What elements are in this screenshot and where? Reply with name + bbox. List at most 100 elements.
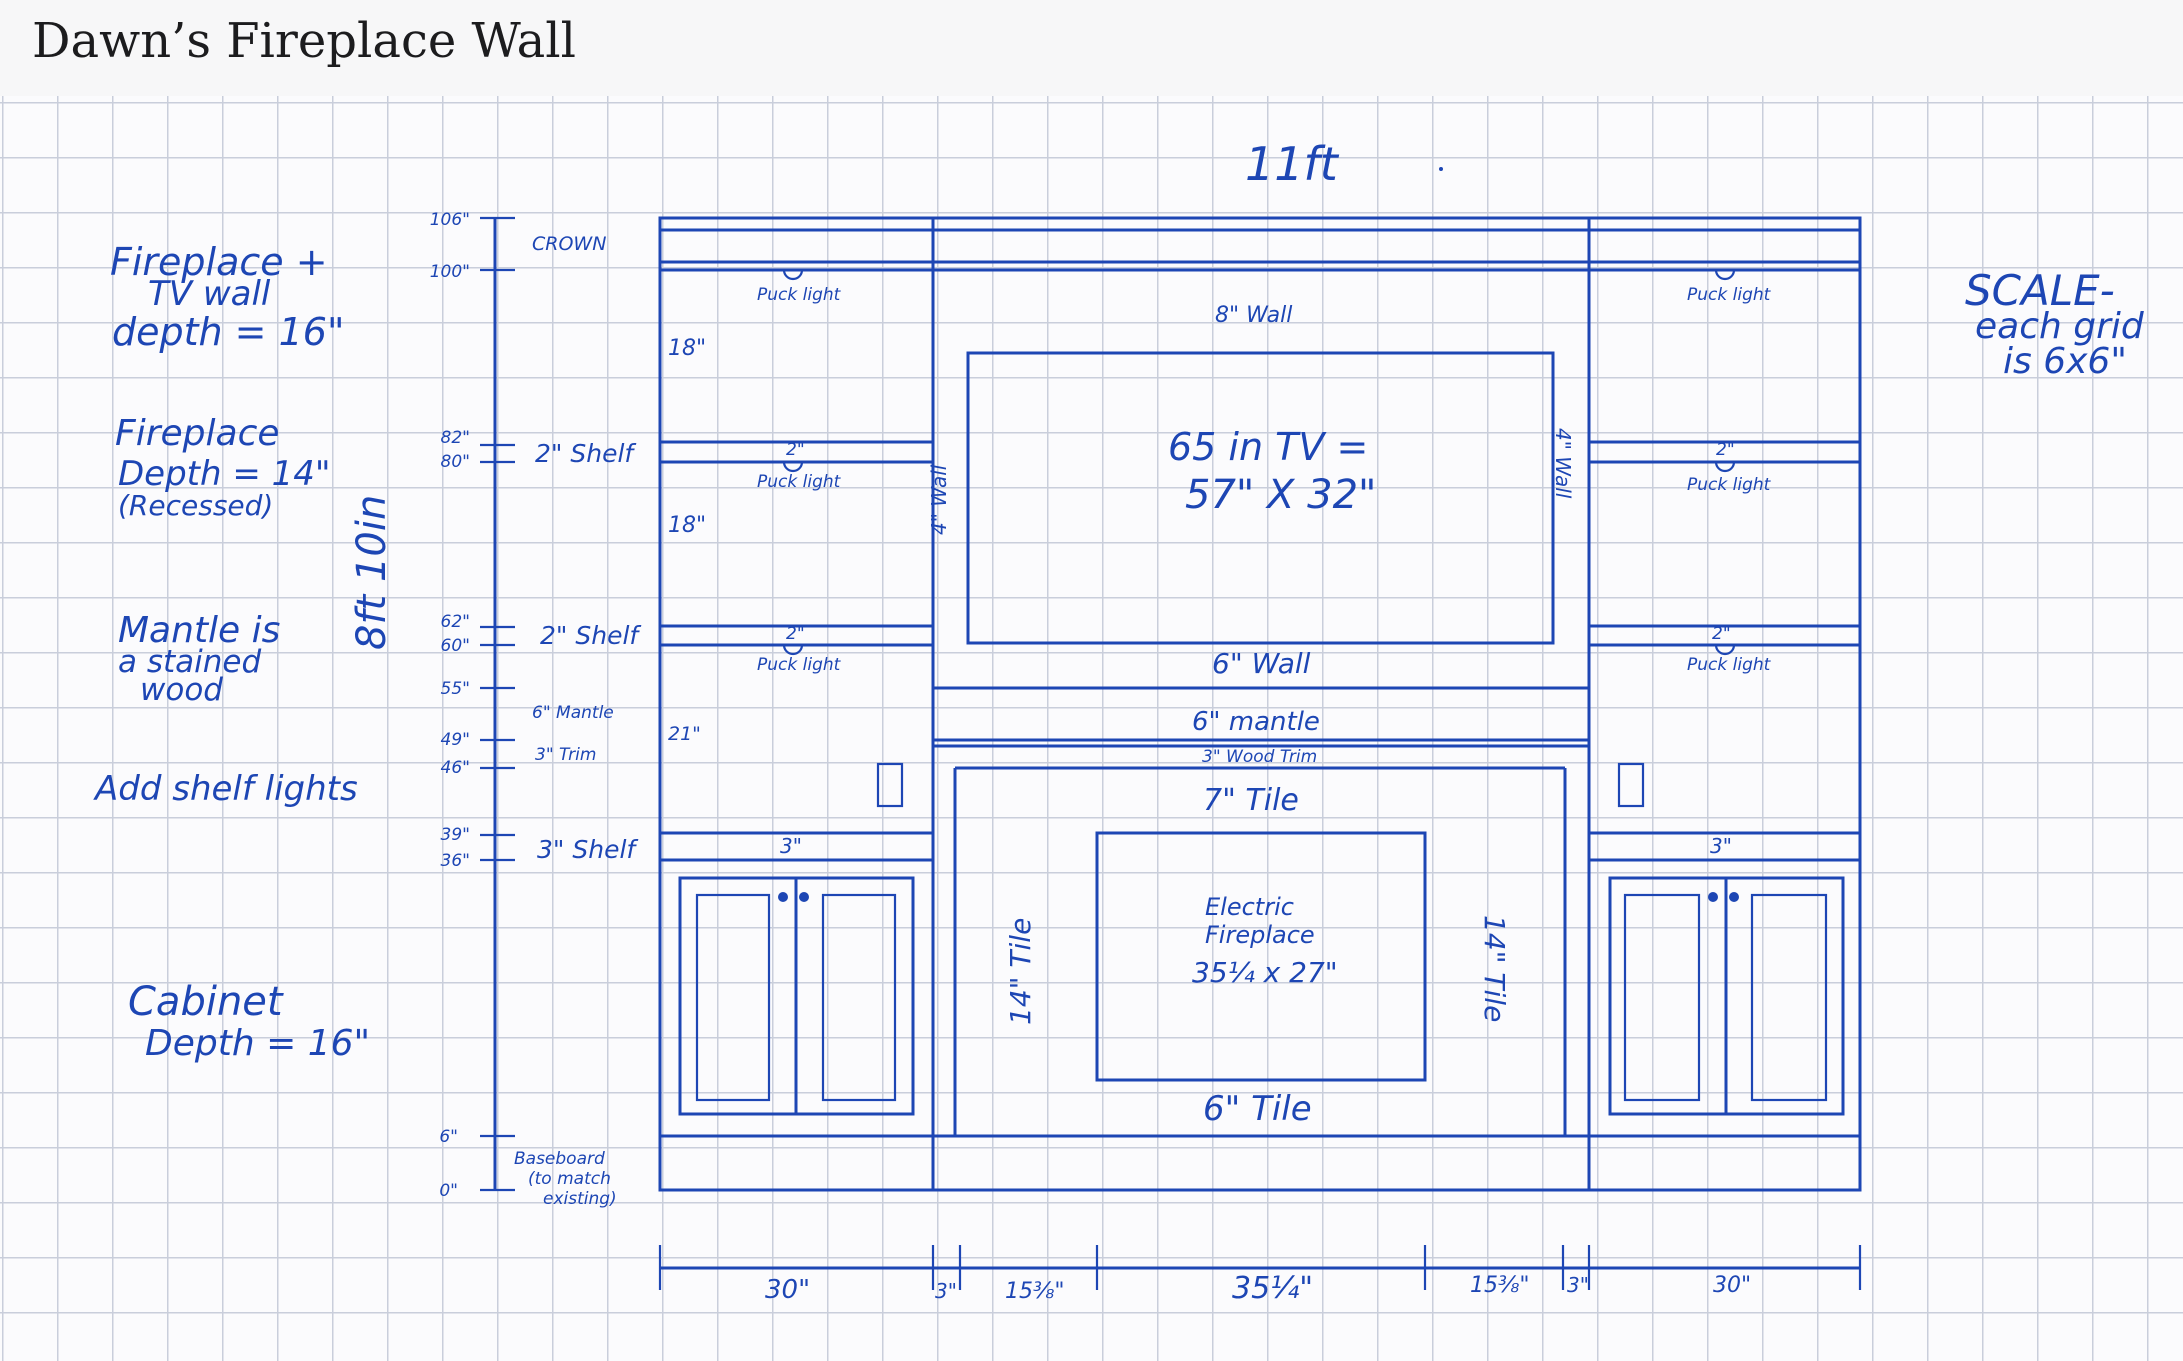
tv-label-line2: 57" X 32"	[1185, 472, 1376, 518]
title-bar: Dawn’s Fireplace Wall	[0, 0, 2183, 97]
note-cabinet-line2: Depth = 16"	[145, 1023, 370, 1064]
puck-light-icon	[1714, 644, 1736, 656]
fireplace-label-line1: Electric	[1205, 893, 1294, 921]
puck-light-icon	[1714, 461, 1736, 473]
tile-side-label-left: 14" Tile	[1004, 918, 1037, 1025]
wall-below-label: 6" Wall	[1212, 647, 1311, 680]
dim-left-tile: 15⅜"	[1005, 1279, 1064, 1304]
shelf-label-3: 3" Shelf	[537, 835, 638, 864]
left-gap-label-2: 18"	[668, 513, 706, 538]
height-annotations: CROWN 2" Shelf 2" Shelf 6" Mantle 3" Tri…	[514, 233, 641, 1209]
note-depth2-line1: Fireplace	[115, 413, 280, 454]
note-depth2-line2: Depth = 14"	[118, 454, 331, 494]
shelf-thickness-label: 2"	[1712, 624, 1731, 644]
puck-light-label: Puck light	[1687, 285, 1772, 305]
puck-light-icon	[1714, 269, 1736, 281]
height-80: 80"	[441, 452, 470, 472]
height-36: 36"	[441, 851, 470, 871]
dim-left-tower: 30"	[765, 1275, 810, 1305]
left-cabinet-door-right[interactable]	[821, 893, 897, 1102]
height-106: 106"	[430, 210, 470, 230]
knob-icon	[1729, 892, 1739, 902]
shelf-thickness-label: 2"	[786, 440, 805, 460]
trim-height-label: 3" Trim	[535, 745, 596, 765]
shelf-label-2: 2" Shelf	[540, 621, 641, 650]
height-axis	[480, 216, 515, 1192]
note-mantle-line1: Mantle is	[118, 610, 280, 651]
outlet-icon	[876, 762, 904, 808]
note-depth1-line2: TV wall	[148, 274, 271, 314]
wall-side-label-right: 4" Wall	[1551, 428, 1575, 499]
center-section	[933, 351, 1589, 1136]
tv-label-line1: 65 in TV =	[1168, 425, 1368, 469]
dim-right-tile: 15⅜"	[1470, 1273, 1529, 1298]
mantle-label: 6" mantle	[1192, 707, 1320, 737]
knob-icon	[1708, 892, 1718, 902]
crown-label: CROWN	[532, 233, 606, 255]
left-cabinet-door-left[interactable]	[695, 893, 771, 1102]
puck-light-icon	[782, 644, 804, 656]
height-60: 60"	[441, 636, 470, 656]
note-mantle-line3: wood	[140, 672, 223, 708]
tile-bottom-label: 6" Tile	[1203, 1089, 1312, 1129]
ink-dot	[1439, 167, 1443, 171]
tile-side-label-right: 14" Tile	[1478, 915, 1511, 1022]
center-labels: 8" Wall 65 in TV = 57" X 32" 4" Wall 4" …	[927, 303, 1575, 1129]
right-tower-labels: Puck light Puck light Puck light 2" 2" 3…	[1687, 285, 1772, 858]
height-62: 62"	[441, 612, 470, 632]
height-82: 82"	[441, 428, 470, 448]
cabinet-top-label: 3"	[780, 834, 802, 858]
note-cabinet-line1: Cabinet	[128, 979, 284, 1025]
note-depth1-line3: depth = 16"	[112, 310, 344, 354]
left-tower	[660, 269, 933, 1116]
height-49: 49"	[441, 730, 470, 750]
bottom-dimension-line	[658, 1245, 1862, 1290]
shelf-label-1: 2" Shelf	[535, 439, 636, 468]
right-tower	[1589, 269, 1860, 1116]
shelf-thickness-label: 2"	[786, 624, 805, 644]
page-title: Dawn’s Fireplace Wall	[32, 13, 576, 69]
tv	[966, 351, 1555, 645]
baseboard-label-line2: (to match	[528, 1169, 611, 1189]
dim-right-tower: 30"	[1713, 1273, 1751, 1298]
height-55: 55"	[441, 679, 470, 699]
puck-light-label: Puck light	[1687, 655, 1772, 675]
dim-fireplace: 35¼"	[1232, 1271, 1313, 1306]
right-cabinet-door-left[interactable]	[1623, 893, 1701, 1102]
mantle-height-label: 6" Mantle	[532, 703, 614, 723]
puck-light-label: Puck light	[757, 285, 842, 305]
fireplace-label-line2: Fireplace	[1205, 921, 1315, 949]
scale-line3: is 6x6"	[2003, 341, 2127, 382]
puck-light-label: Puck light	[757, 655, 842, 675]
left-gap-label-1: 18"	[668, 336, 706, 361]
puck-light-label: Puck light	[1687, 475, 1772, 495]
elevation-outline	[658, 216, 1862, 1192]
shelf-thickness-label: 2"	[1716, 440, 1735, 460]
scale-line2: each grid	[1975, 306, 2145, 347]
graph-paper	[0, 96, 2183, 1361]
note-depth1-line1: Fireplace +	[110, 240, 328, 284]
bottom-dimensions: 30" 3" 15⅜" 35¼" 15⅜" 3" 30"	[765, 1271, 1751, 1306]
knob-icon	[799, 892, 809, 902]
right-cabinet-door-right[interactable]	[1750, 893, 1828, 1102]
wall-top-label: 8" Wall	[1215, 303, 1292, 328]
overall-height-label: 8ft 10in	[349, 495, 395, 650]
scale-line1: SCALE-	[1965, 266, 2115, 315]
left-gap-label-3: 21"	[668, 723, 701, 745]
dim-right-wall: 3"	[1567, 1273, 1589, 1297]
tile-top-label: 7" Tile	[1203, 783, 1299, 818]
height-39: 39"	[441, 825, 470, 845]
baseboard-label-line1: Baseboard	[514, 1149, 605, 1169]
left-notes: Fireplace + TV wall depth = 16" Fireplac…	[93, 240, 370, 1064]
wood-trim-label: 3" Wood Trim	[1202, 747, 1317, 767]
note-depth2-line3: (Recessed)	[118, 489, 273, 522]
dim-left-wall: 3"	[935, 1279, 957, 1303]
puck-light-icon	[782, 269, 804, 281]
height-values: 106" 100" 82" 80" 62" 60" 55" 49" 46" 39…	[430, 210, 470, 1201]
fireplace-label-line3: 35¼ x 27"	[1192, 956, 1338, 989]
puck-light-icon	[782, 461, 804, 473]
knob-icon	[778, 892, 788, 902]
height-0: 0"	[439, 1181, 458, 1201]
electric-fireplace	[1095, 831, 1427, 1082]
